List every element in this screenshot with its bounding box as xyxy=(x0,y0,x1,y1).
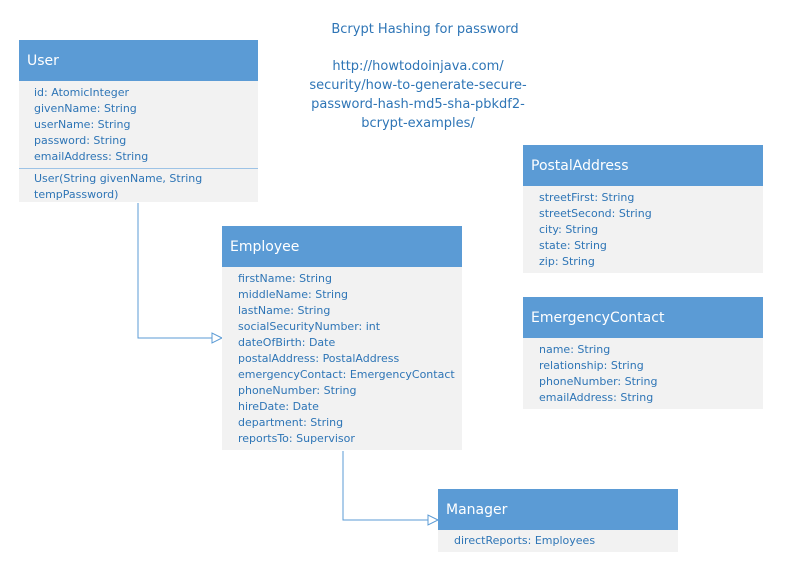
employee-attribute: phoneNumber: String xyxy=(238,384,357,397)
emergency-contact-class-body: name: String relationship: String phoneN… xyxy=(523,338,763,409)
user-divider: User(String givenName, String tempPasswo… xyxy=(19,168,258,203)
user-class-header: User xyxy=(19,40,258,81)
employee-attribute: dateOfBirth: Date xyxy=(238,336,336,349)
employee-class: Employee firstName: String middleName: S… xyxy=(222,226,462,450)
employee-attribute: socialSecurityNumber: int xyxy=(238,320,381,333)
manager-class-body: directReports: Employees xyxy=(438,530,678,552)
employee-attribute: hireDate: Date xyxy=(238,400,319,413)
note-title: Bcrypt Hashing for password xyxy=(331,22,519,37)
employee-class-name: Employee xyxy=(230,238,300,255)
employee-attribute: lastName: String xyxy=(238,304,331,317)
postal-address-attribute: streetSecond: String xyxy=(539,207,652,220)
postal-address-attribute: zip: String xyxy=(539,255,595,268)
user-class-name: User xyxy=(27,52,59,69)
employee-attribute: emergencyContact: EmergencyContact xyxy=(238,368,455,381)
emergency-contact-attribute: relationship: String xyxy=(539,359,644,372)
note-url-line: bcrypt-examples/ xyxy=(361,116,475,131)
manager-class: Manager directReports: Employees xyxy=(438,489,678,552)
manager-class-header: Manager xyxy=(438,489,678,530)
employee-attribute: department: String xyxy=(238,416,344,429)
user-attribute: emailAddress: String xyxy=(34,150,149,163)
employee-manager-arrowhead xyxy=(427,514,440,526)
note-url-line: security/how-to-generate-secure- xyxy=(309,78,527,93)
user-class: User id: AtomicInteger givenName: String… xyxy=(19,40,258,202)
user-attribute: givenName: String xyxy=(34,102,137,115)
postal-address-attribute: city: String xyxy=(539,223,599,236)
user-employee-connector xyxy=(137,203,222,339)
postal-address-class-name: PostalAddress xyxy=(531,157,629,174)
manager-attribute: directReports: Employees xyxy=(454,534,596,547)
employee-manager-connector xyxy=(342,451,438,521)
user-operation: User(String givenName, String xyxy=(34,172,203,185)
user-operation: tempPassword) xyxy=(34,188,119,201)
manager-class-name: Manager xyxy=(446,501,508,518)
postal-address-attribute: state: String xyxy=(539,239,607,252)
postal-address-attribute: streetFirst: String xyxy=(539,191,635,204)
employee-attribute: middleName: String xyxy=(238,288,349,301)
user-attribute: password: String xyxy=(34,134,127,147)
postal-address-class-header: PostalAddress xyxy=(523,145,763,186)
employee-attribute: firstName: String xyxy=(238,272,332,285)
emergency-contact-class: EmergencyContact name: String relationsh… xyxy=(523,297,763,409)
postal-address-class-body: streetFirst: String streetSecond: String… xyxy=(523,186,763,273)
employee-class-header: Employee xyxy=(222,226,462,267)
diagram-note: Bcrypt Hashing for password http://howto… xyxy=(300,20,550,133)
emergency-contact-attribute: name: String xyxy=(539,343,611,356)
user-employee-arrowhead xyxy=(211,332,224,344)
employee-attribute: reportsTo: Supervisor xyxy=(238,432,355,445)
employee-class-body: firstName: String middleName: String las… xyxy=(222,267,462,450)
employee-attribute: postalAddress: PostalAddress xyxy=(238,352,400,365)
note-url-line: http://howtodoinjava.com/ xyxy=(332,59,504,74)
emergency-contact-attribute: emailAddress: String xyxy=(539,391,654,404)
user-attribute: id: AtomicInteger xyxy=(34,86,130,99)
emergency-contact-class-header: EmergencyContact xyxy=(523,297,763,338)
user-attribute: userName: String xyxy=(34,118,131,131)
emergency-contact-attribute: phoneNumber: String xyxy=(539,375,658,388)
note-url-line: password-hash-md5-sha-pbkdf2- xyxy=(311,97,525,112)
emergency-contact-class-name: EmergencyContact xyxy=(531,309,665,326)
postal-address-class: PostalAddress streetFirst: String street… xyxy=(523,145,763,273)
user-class-body: id: AtomicInteger givenName: String user… xyxy=(19,81,258,202)
